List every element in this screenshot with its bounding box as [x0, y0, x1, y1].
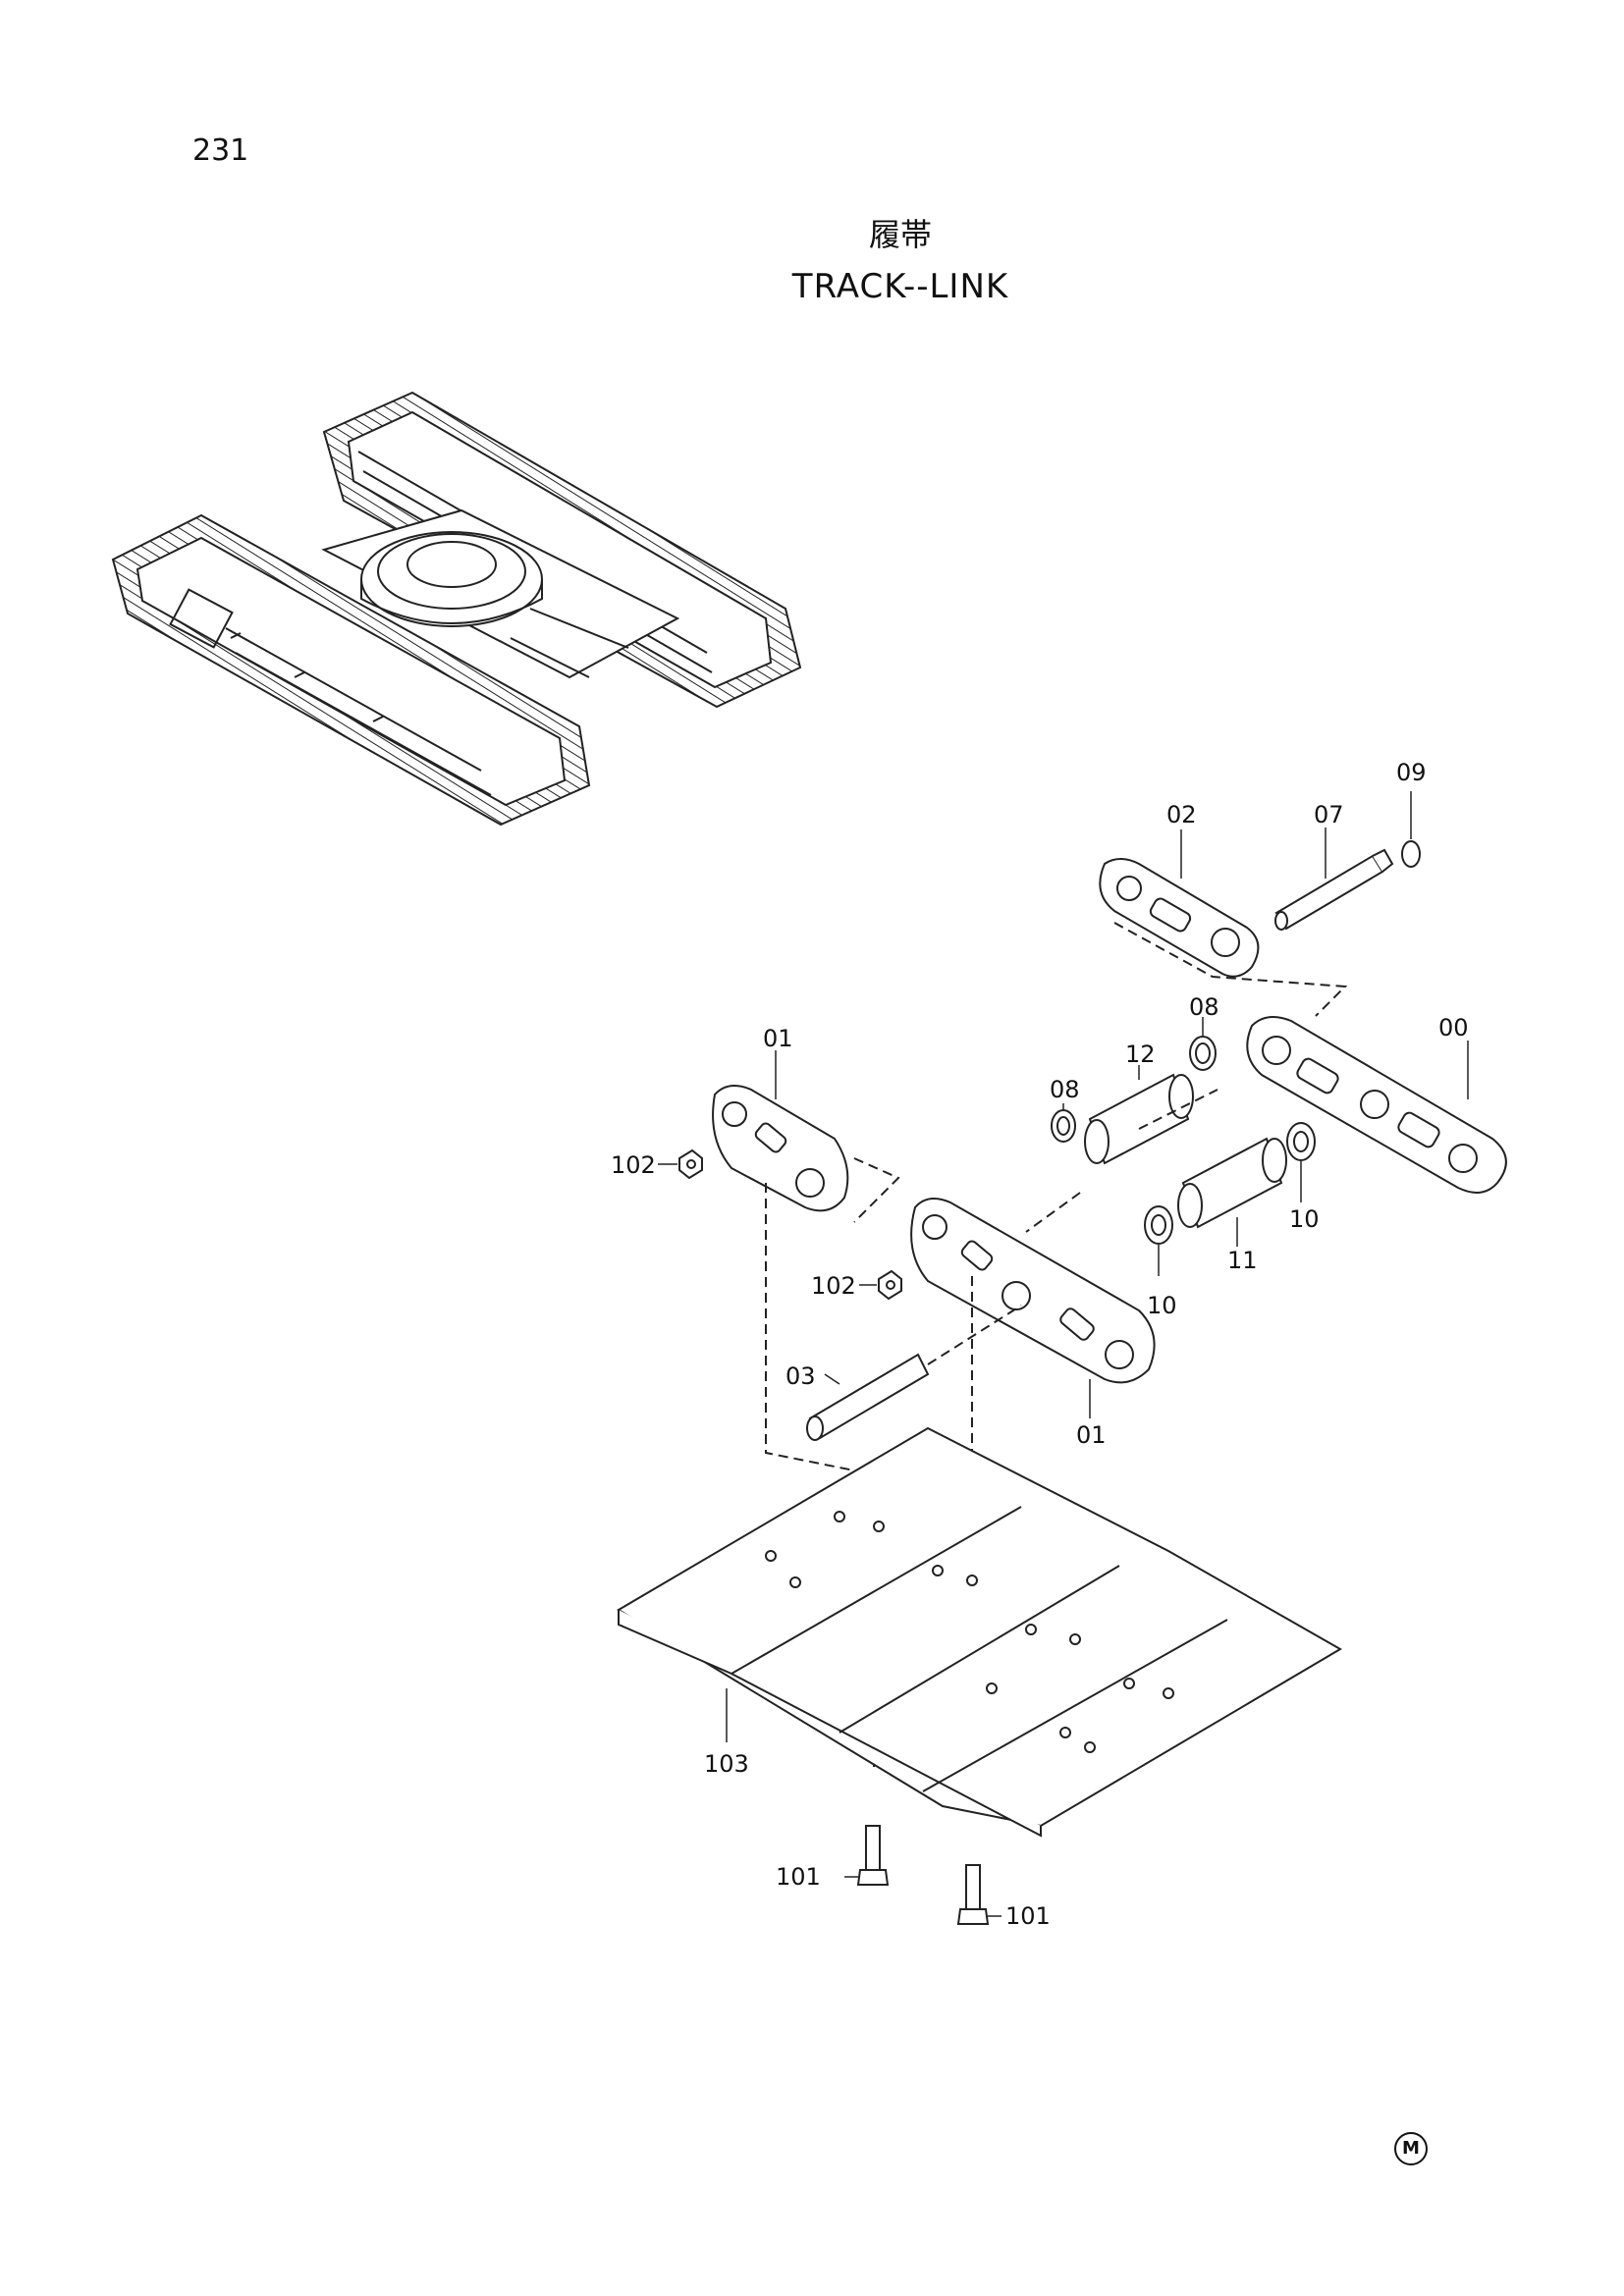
callout-09: 09	[1396, 759, 1427, 786]
nut-102-lower	[878, 1269, 902, 1301]
callout-101-right: 101	[1005, 1902, 1051, 1930]
track-shoe-103	[617, 1426, 1342, 1838]
title-japanese: 履帯	[868, 216, 932, 253]
pin-03	[806, 1353, 930, 1441]
callout-101-left: 101	[776, 1863, 821, 1891]
front-crawler-track	[111, 513, 591, 827]
callout-00: 00	[1438, 1014, 1469, 1041]
callout-02: 02	[1166, 801, 1197, 828]
bolt-101-right	[956, 1864, 990, 1925]
link-00	[1246, 1016, 1507, 1194]
callout-102-upper: 102	[611, 1151, 656, 1179]
nut-102-upper	[678, 1148, 703, 1180]
callout-10-left: 10	[1147, 1292, 1177, 1319]
callout-103: 103	[704, 1750, 749, 1778]
bushing-12	[1084, 1073, 1194, 1165]
swing-bearing	[360, 531, 543, 627]
page-number: 231	[192, 133, 249, 168]
corner-mark: M	[1394, 2132, 1428, 2165]
track-link-assembly	[617, 840, 1507, 1925]
callout-102-lower: 102	[811, 1272, 856, 1300]
ring-09	[1401, 840, 1421, 868]
pin-07	[1274, 848, 1394, 931]
bushing-11	[1177, 1137, 1287, 1229]
callout-11: 11	[1227, 1247, 1258, 1274]
link-01-center	[910, 1198, 1156, 1384]
callout-01-upper: 01	[763, 1025, 793, 1052]
undercarriage-overview	[111, 391, 802, 827]
callout-08-right: 08	[1189, 993, 1219, 1021]
callout-12: 12	[1125, 1041, 1156, 1068]
title-english: TRACK--LINK	[791, 267, 1009, 306]
callout-08-left: 08	[1050, 1076, 1080, 1103]
title-block: 履帯 TRACK--LINK	[0, 210, 1624, 306]
callout-10-right: 10	[1289, 1205, 1320, 1233]
bolt-101-left	[856, 1825, 890, 1886]
callout-03: 03	[785, 1362, 816, 1390]
link-01-left	[712, 1085, 849, 1212]
callout-07: 07	[1314, 801, 1344, 828]
link-02	[1099, 858, 1260, 978]
callout-01-lower: 01	[1076, 1421, 1107, 1449]
